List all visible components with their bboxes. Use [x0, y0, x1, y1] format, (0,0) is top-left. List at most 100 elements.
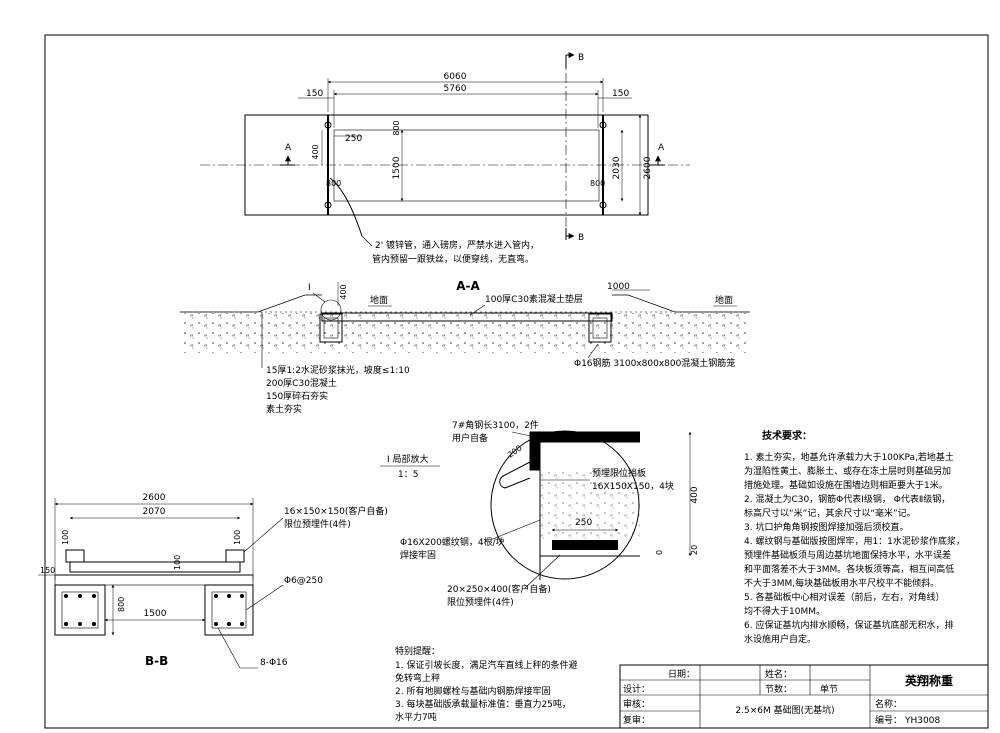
detail-i: I 局部放大 1：5 200 7#角钢长3100，2件 用户自备 预埋限位挡板 …	[380, 419, 700, 608]
angle-note-line2: 用户自备	[452, 432, 488, 444]
dim-2600-bb: 2600	[143, 493, 166, 503]
angle-note-line1: 7#角钢长3100，2件	[452, 419, 539, 431]
dim-overall-length: 6060	[444, 72, 467, 82]
plan-anchor	[324, 201, 332, 209]
section-bb-title: B-B	[145, 654, 168, 668]
dim-250-detail: 250	[575, 518, 592, 528]
plan-view: 6060 5760 150 150 2600 2030 1500 800 250…	[200, 52, 690, 265]
company-name: 英翔称重	[905, 673, 953, 688]
special-notes-title: 特别提醒：	[395, 645, 440, 657]
tech-line: 6. 应保证基坑内排水顺畅，保证基坑底部无积水，排	[744, 619, 953, 631]
plan-anchor	[599, 201, 607, 209]
section-aa-title: A-A	[456, 279, 480, 293]
dim-pit-width: 2600	[643, 156, 653, 179]
dim-100-bb-mid: 100	[173, 555, 182, 570]
dim-800-right: 800	[590, 179, 605, 188]
tech-line: 3. 坑口护角角钢按图焊接加强后须校直。	[744, 521, 908, 533]
tech-line: 标高尺寸以“米”记，其余尺寸以“毫米”记。	[744, 507, 916, 519]
title-block: 日期： 设计： 审核： 复审： 姓名： 节数： 单节 2.5×6M 基础图(无基…	[619, 664, 989, 729]
dim-400-plan: 400	[311, 144, 320, 159]
dim-inner-opening: 1500	[392, 156, 402, 179]
dim-250: 250	[345, 134, 362, 144]
plan-opening	[333, 129, 600, 202]
dim-150-bb: 150	[40, 566, 55, 575]
special-note-line: 水平力7吨	[395, 711, 437, 723]
label-design: 设计：	[623, 683, 650, 695]
detail-mark-i: I	[308, 283, 311, 293]
tech-line: 4. 螺纹钢与基础版按图焊牢，用1：1水泥砂浆作底浆，	[744, 535, 965, 547]
dim-0-detail: 0	[655, 550, 664, 555]
section-aa: A-A I 400 1000 地面 地面 100厚C30素混凝土垫层 Φ16钢筋…	[180, 279, 750, 415]
dim-1500-bb: 1500	[144, 609, 167, 619]
tech-line: 均不得大于10MM。	[744, 605, 825, 617]
drawing-title: 2.5×6M 基础图(无基坑)	[735, 704, 834, 716]
detail-scale: 1：5	[398, 470, 418, 480]
cushion-note: 100厚C30素混凝土垫层	[485, 293, 583, 305]
label-number: 编号：	[875, 714, 902, 726]
dim-2070-bb: 2070	[143, 507, 166, 517]
layer-note-1: 15厚1:2水泥砂浆抹光，坡度≤1:10	[266, 364, 410, 376]
label-review: 审核：	[623, 698, 650, 710]
dim-100-bb-left: 100	[61, 530, 70, 545]
label-section-count: 节数：	[765, 683, 792, 695]
section-mark-b-bottom: B	[578, 233, 584, 243]
dim-400-aa: 400	[339, 284, 348, 299]
special-note-line: 3. 每块基础版承载量标准值：垂直力25吨，	[395, 698, 571, 710]
plate-note-line1: 20×250×400(客户自备)	[447, 583, 551, 595]
tech-line: 2. 混凝土为C30，钢筋Φ代表Ⅰ级钢， Φ代表Ⅱ级钢，	[744, 493, 950, 505]
stop-plate-spec: 16X150X150，4块	[592, 480, 674, 492]
tech-line: 为湿陷性黄土、膨胀土、或存在冻土层时则基础另加	[744, 465, 951, 477]
special-note-line: 免转弯上秤	[395, 672, 440, 684]
bb-left-column	[54, 584, 106, 636]
end-beam-left-section	[319, 313, 343, 343]
dim-inner-length: 5760	[444, 84, 467, 94]
rebar-hook	[499, 461, 531, 489]
dim-left-end: 150	[306, 89, 323, 99]
stirrup-note: Φ6@250	[284, 576, 323, 586]
tech-line: 5. 各基础板中心相对误差（前后，左右，对角线）	[744, 591, 944, 603]
layer-note-4: 素土夯实	[266, 403, 302, 415]
tech-line: 和平面落差不大于3MM。各块板须等高，相互间高低	[744, 563, 954, 575]
section-bb: B-B 2600 2070 1500 100 100 100 150 800	[38, 493, 388, 669]
tech-line: 预埋件基础板须与周边基坑地面保持水平，水平误差	[744, 549, 951, 561]
dim-100-bb-right: 100	[233, 530, 242, 545]
pipe-note-line1: 2' 镀锌管，通入磅房，严禁水进入管内，	[375, 239, 539, 251]
dim-1000-aa: 1000	[607, 282, 630, 292]
section-mark-a-left: A	[285, 143, 292, 153]
plate-note-line2: 限位预埋件(4件)	[447, 596, 514, 608]
pipe-note-line2: 管内预留一跟铁丝，以便穿线，无直弯。	[372, 253, 534, 265]
ground-right	[612, 294, 750, 313]
galvanized-pipe	[329, 177, 363, 237]
drawing-number: YH3008	[904, 716, 940, 726]
section-mark-a-right: A	[658, 143, 665, 153]
tech-line: 不大于3MM,每块基础板用水平尺校平不能倾斜。	[744, 577, 939, 589]
ground-label-left: 地面	[370, 294, 388, 306]
layer-note-3: 150厚碎石夯实	[266, 390, 328, 402]
ground-label-right: 地面	[715, 294, 733, 306]
label-name-field: 名称：	[875, 698, 902, 710]
dim-800-left: 800	[326, 179, 341, 188]
dim-800-top: 800	[392, 120, 401, 135]
detail-i-circle	[320, 299, 342, 321]
dim-20-detail: 20	[690, 545, 699, 555]
drawing-frame	[44, 34, 989, 729]
bb-embed-note-line1: 16×150×150(客户自备)	[284, 505, 388, 517]
stop-plate-label: 预埋限位挡板	[592, 467, 646, 479]
bb-embed-note-line2: 限位预埋件(4件)	[284, 518, 351, 530]
tech-line: 措施处理。基础如设施在围墙边则相距要大于1米。	[744, 479, 948, 491]
special-notes: 特别提醒： 1. 保证引坡长度，满足汽车直线上秤的条件避 免转弯上秤 2. 所有…	[395, 645, 577, 723]
tech-line: 水设施用户自定。	[744, 633, 816, 645]
ground-left	[180, 294, 322, 313]
layer-note-2: 200厚C30混凝土	[266, 377, 337, 389]
bb-top-beam	[69, 561, 241, 573]
rebar-count-note: 8-Φ16	[260, 658, 288, 668]
embed-plate	[552, 540, 618, 550]
dim-inner-width: 2030	[612, 156, 622, 179]
dim-right-end: 150	[612, 89, 629, 99]
dim-800-bb: 800	[117, 597, 126, 612]
label-name: 姓名：	[765, 668, 792, 680]
section-count-value: 单节	[820, 683, 838, 695]
tech-requirements: 技术要求： 1. 素土夯实，地基允许承载力大于100KPa,若地基土 为湿陷性黄…	[744, 429, 965, 645]
tech-line: 1. 素土夯实，地基允许承载力大于100KPa,若地基土	[744, 451, 954, 463]
